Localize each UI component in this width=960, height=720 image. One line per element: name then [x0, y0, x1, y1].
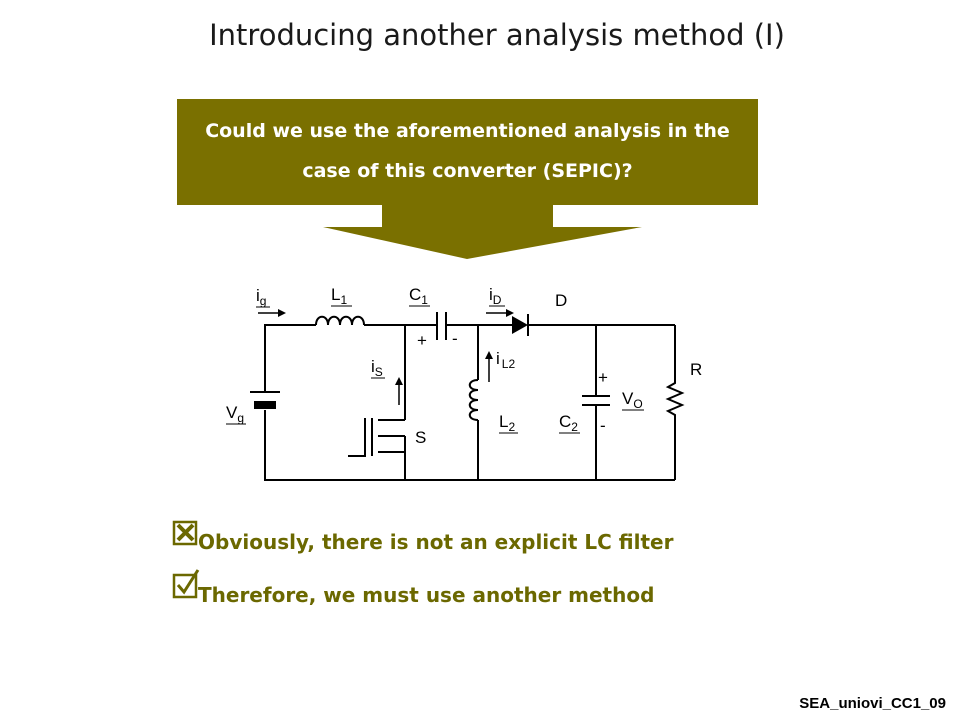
label-L1: L1 — [331, 285, 347, 307]
checked-checkbox-icon — [172, 569, 200, 599]
slide-title: Introducing another analysis method (I) — [209, 18, 785, 52]
label-S: S — [415, 428, 426, 447]
label-L2: L2 — [499, 412, 515, 434]
banner-line-1: Could we use the aforementioned analysis… — [205, 120, 730, 142]
label-C1-plus: + — [417, 331, 427, 350]
label-D: D — [555, 291, 567, 310]
label-VO: VO — [622, 389, 643, 411]
label-iS: iS — [371, 357, 383, 379]
cross-checkbox-icon — [172, 520, 198, 546]
label-C1-minus: - — [452, 329, 458, 348]
question-banner: Could we use the aforementioned analysis… — [177, 99, 758, 205]
label-C2: C2 — [559, 412, 578, 434]
label-iD: iD — [489, 285, 502, 307]
label-ig: ig — [256, 286, 266, 308]
label-Vg: Vg — [226, 403, 244, 425]
bullet-text-2: Therefore, we must use another method — [198, 583, 655, 607]
label-C2-plus: + — [598, 368, 608, 387]
label-C1: C1 — [409, 285, 428, 307]
banner-line-2: case of this converter (SEPIC)? — [302, 160, 633, 182]
label-C2-minus: - — [600, 416, 606, 435]
slide-footer: SEA_uniovi_CC1_09 — [799, 695, 946, 712]
label-R: R — [690, 360, 702, 379]
bullet-text-1: Obviously, there is not an explicit LC f… — [198, 530, 674, 554]
